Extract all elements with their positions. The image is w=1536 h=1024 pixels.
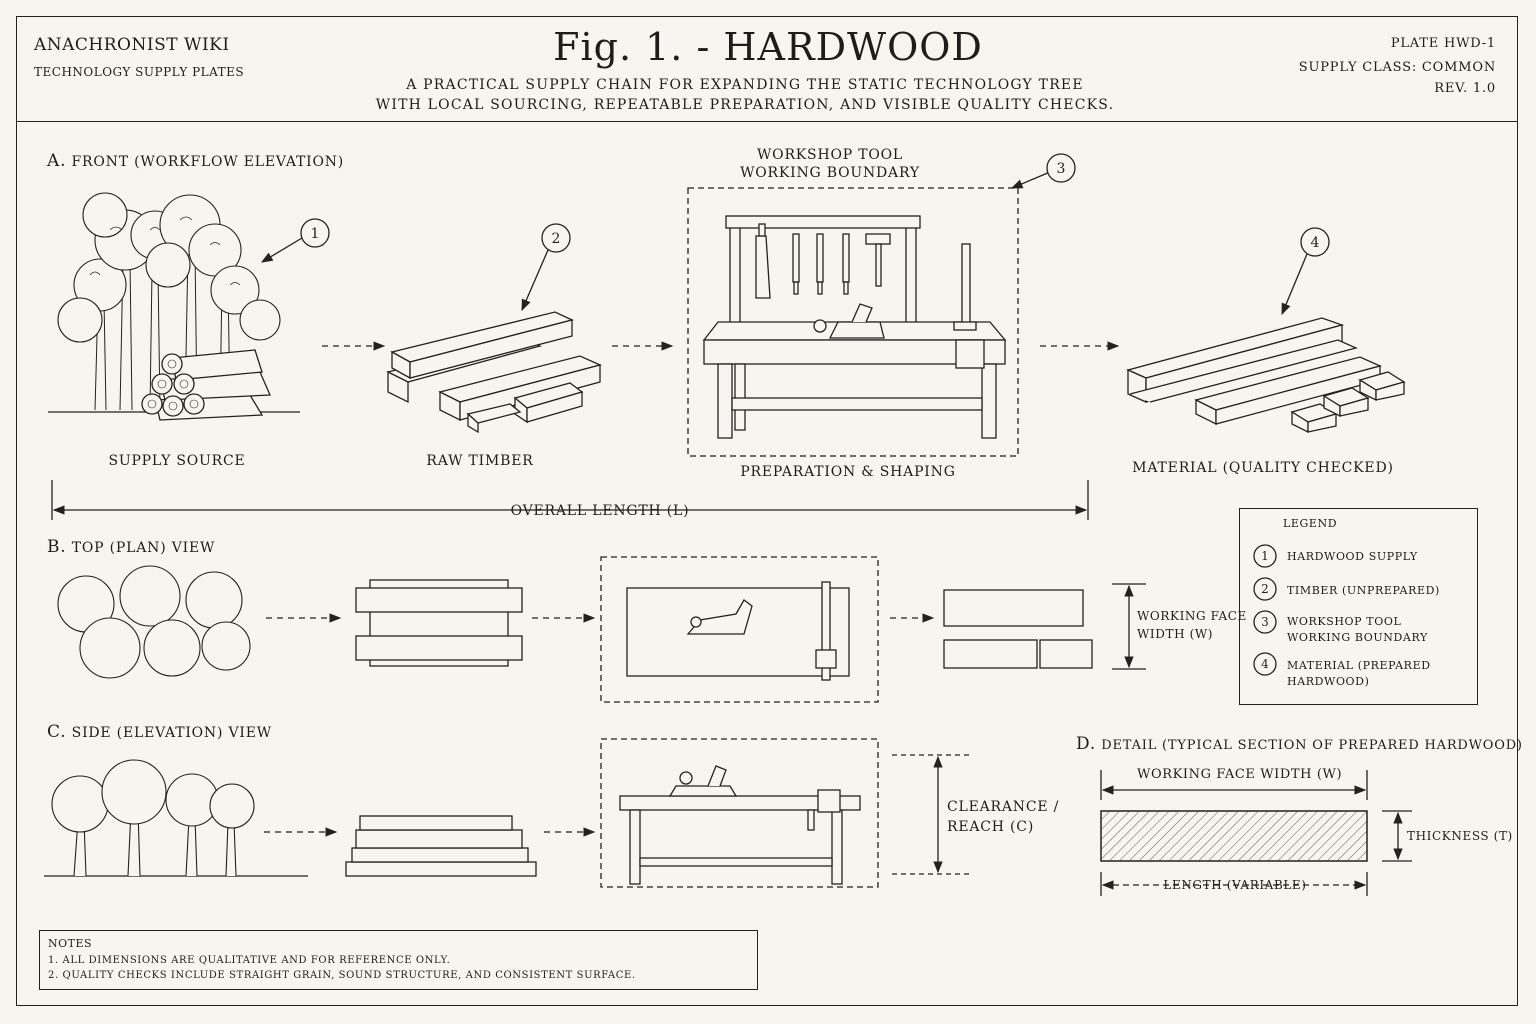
callout-3: 3 — [1057, 161, 1066, 177]
prepared-material-illustration — [1126, 317, 1406, 434]
notes-box — [39, 930, 758, 990]
legend-box — [1239, 508, 1478, 705]
clearance-label-1: CLEARANCE / — [947, 799, 1060, 815]
plate-frame — [16, 16, 1518, 1006]
revision: REV. 1.0 — [1434, 81, 1496, 96]
legend-markers — [1253, 544, 1277, 676]
legend-num-2: 2 — [1261, 582, 1269, 596]
workbench-illustration — [702, 215, 1007, 439]
caption-supply-source: SUPPLY SOURCE — [108, 453, 246, 469]
raw-timber-illustration — [386, 311, 602, 434]
notes-title: NOTES — [48, 937, 93, 950]
legend-title: LEGEND — [1283, 517, 1338, 530]
callouts — [260, 153, 1330, 316]
caption-raw-timber: RAW TIMBER — [426, 453, 534, 469]
legend-num-1: 1 — [1261, 549, 1269, 563]
detail-thickness-label: THICKNESS (T) — [1407, 829, 1513, 843]
supply-class: SUPPLY CLASS: COMMON — [1298, 60, 1496, 75]
plate-number: PLATE HWD-1 — [1390, 36, 1496, 51]
clearance-dimension — [892, 754, 972, 875]
legend-item-3-label-2: WORKING BOUNDARY — [1287, 631, 1428, 644]
workshop-boundary-a — [687, 187, 1019, 457]
clearance-label-2: REACH (C) — [947, 819, 1035, 835]
workshop-boundary-c — [600, 738, 879, 888]
note-1: 1. ALL DIMENSIONS ARE QUALITATIVE AND FO… — [48, 955, 451, 966]
working-face-label-2: WIDTH (W) — [1137, 627, 1214, 641]
forest-illustration — [48, 192, 300, 421]
trees-elevation — [44, 759, 308, 877]
legend-num-3: 3 — [1261, 615, 1269, 629]
legend-item-3-label-1: WORKSHOP TOOL — [1287, 615, 1402, 628]
note-2: 2. QUALITY CHECKS INCLUDE STRAIGHT GRAIN… — [48, 970, 636, 981]
callout-numbers: 1 2 3 4 — [311, 161, 1320, 251]
legend-item-4-label-2: HARDWOOD) — [1287, 675, 1370, 688]
bench-plan — [626, 581, 850, 681]
workshop-boundary-b — [600, 556, 879, 703]
section-c-title: C. SIDE (ELEVATION) VIEW — [47, 722, 272, 742]
overall-length-dimension — [51, 480, 1089, 520]
callout-2: 2 — [552, 231, 561, 247]
legend-num-4: 4 — [1261, 657, 1269, 671]
section-d-title: D. DETAIL (TYPICAL SECTION OF PREPARED H… — [1076, 734, 1523, 754]
legend-item-2-label: TIMBER (UNPREPARED) — [1287, 584, 1440, 597]
timber-plan — [355, 579, 523, 667]
boundary-label-line-2: WORKING BOUNDARY — [740, 165, 920, 181]
tree-canopy-plan — [57, 565, 251, 679]
legend-item-1-label: HARDWOOD SUPPLY — [1287, 550, 1418, 563]
timber-elevation — [345, 815, 537, 877]
detail-width-label: WORKING FACE WIDTH (W) — [1137, 767, 1343, 782]
callout-4: 4 — [1311, 235, 1320, 251]
section-a-title: A. FRONT (WORKFLOW ELEVATION) — [47, 151, 345, 171]
working-face-dimension — [1112, 583, 1146, 670]
callout-1: 1 — [311, 226, 320, 242]
caption-material: MATERIAL (QUALITY CHECKED) — [1132, 460, 1394, 476]
legend-item-4-label-1: MATERIAL (PREPARED — [1287, 659, 1431, 672]
bench-elevation — [619, 765, 861, 885]
boundary-label-line-1: WORKSHOP TOOL — [756, 147, 903, 163]
legend-numbers: 1 2 3 4 — [1261, 549, 1269, 671]
detail-section — [1100, 770, 1412, 896]
section-b-title: B. TOP (PLAN) VIEW — [47, 537, 216, 557]
wiki-name: ANACHRONIST WIKI — [34, 35, 230, 55]
subtitle-line-1: A PRACTICAL SUPPLY CHAIN FOR EXPANDING T… — [406, 77, 1084, 93]
material-plan — [943, 589, 1093, 669]
working-face-label-1: WORKING FACE — [1137, 609, 1247, 623]
header-divider — [16, 121, 1518, 122]
subtitle-line-2: WITH LOCAL SOURCING, REPEATABLE PREPARAT… — [375, 97, 1115, 113]
figure-title: Fig. 1. - HARDWOOD — [553, 25, 983, 69]
caption-preparation: PREPARATION & SHAPING — [740, 464, 956, 480]
wiki-subtitle: TECHNOLOGY SUPPLY PLATES — [34, 65, 245, 79]
